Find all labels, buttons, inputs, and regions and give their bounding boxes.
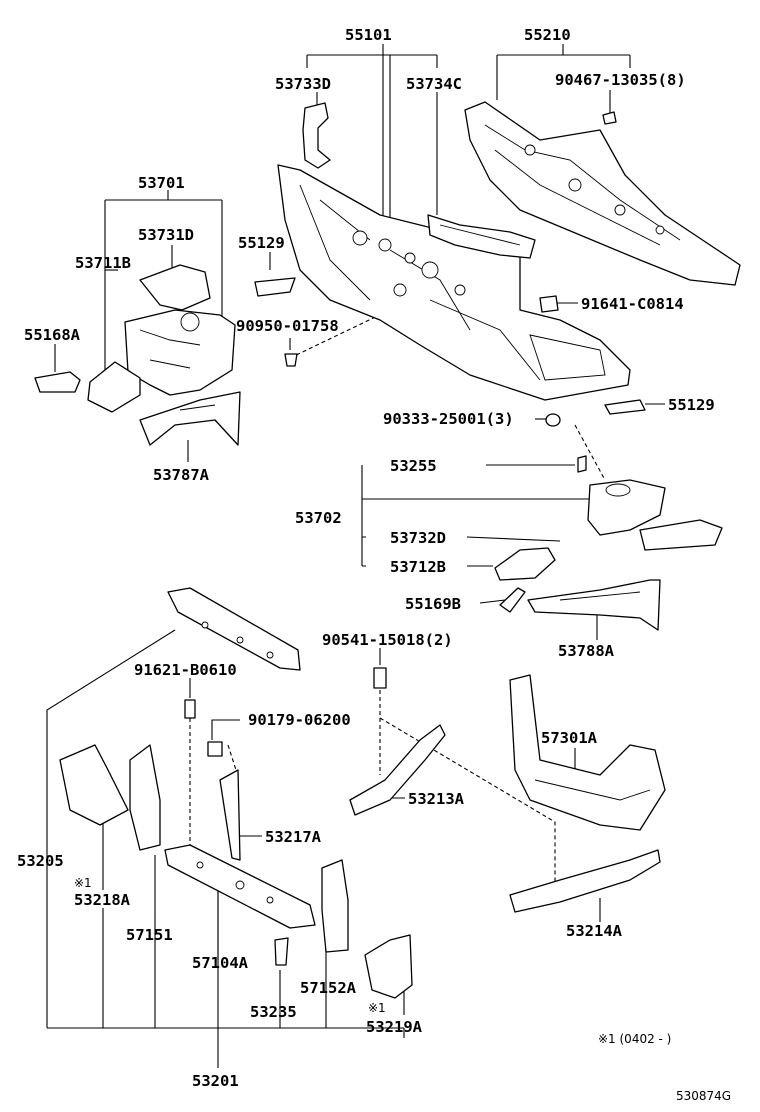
note-mark-1-right: ※1 <box>368 1001 386 1015</box>
part-57152A <box>321 859 349 953</box>
label-53731D: 53731D <box>138 226 194 244</box>
part-53733D <box>302 102 331 169</box>
label-53217A: 53217A <box>265 828 322 846</box>
label-53201: 53201 <box>192 1072 239 1090</box>
part-53701-apron <box>87 309 236 413</box>
part-90950-clip <box>284 353 298 367</box>
label-53712B: 53712B <box>390 558 446 576</box>
label-91641-C0814: 91641-C0814 <box>581 295 684 313</box>
label-57151: 57151 <box>126 926 173 944</box>
part-53213A <box>349 724 446 816</box>
label-90333-25001: 90333-25001(3) <box>383 410 514 428</box>
part-91641-bolt <box>539 295 559 313</box>
part-57104A <box>164 844 316 929</box>
part-53712B <box>494 547 556 581</box>
part-53235 <box>274 937 289 966</box>
part-55129-left <box>254 277 296 297</box>
label-53205: 53205 <box>17 852 64 870</box>
label-57104A: 57104A <box>192 954 249 972</box>
label-55129-left: 55129 <box>238 234 285 252</box>
part-55168A <box>34 371 81 393</box>
label-90950-01758: 90950-01758 <box>236 317 339 335</box>
label-53788A: 53788A <box>558 642 615 660</box>
part-53731D <box>139 264 211 311</box>
label-55210: 55210 <box>524 26 571 44</box>
label-90541-15018: 90541-15018(2) <box>322 631 453 649</box>
label-53702: 53702 <box>295 509 342 527</box>
label-53218A: 53218A <box>74 891 131 909</box>
part-53702-apron-rh <box>587 479 723 551</box>
part-upper-radiator-support <box>167 587 301 671</box>
label-90179-06200: 90179-06200 <box>248 711 351 729</box>
label-53711B: 53711B <box>75 254 131 272</box>
label-53214A: 53214A <box>566 922 623 940</box>
part-90541-bolt <box>373 667 387 689</box>
label-57301A: 57301A <box>541 729 598 747</box>
part-53787A <box>139 391 241 446</box>
part-53219A <box>364 934 413 999</box>
part-55210-cowl-panel <box>464 101 741 286</box>
part-55169B <box>499 587 526 613</box>
label-57152A: 57152A <box>300 979 357 997</box>
label-91621-B0610: 91621-B0610 <box>134 661 237 679</box>
part-90333-nut <box>545 413 561 427</box>
part-53214A <box>509 849 661 913</box>
part-57301A <box>509 674 666 831</box>
part-91621-bolt <box>184 699 196 719</box>
label-53235: 53235 <box>250 1003 297 1021</box>
label-53701: 53701 <box>138 174 185 192</box>
label-55129-right: 55129 <box>668 396 715 414</box>
label-53213A: 53213A <box>408 790 465 808</box>
part-53205 <box>59 744 129 826</box>
footnote-applicability: ※1 (0402 - ) <box>598 1032 671 1046</box>
label-90467-13035: 90467-13035(8) <box>555 71 686 89</box>
part-55129-right <box>604 399 646 415</box>
label-55168A: 55168A <box>24 326 81 344</box>
figure-code: 530874G <box>676 1089 731 1103</box>
label-53255: 53255 <box>390 457 437 475</box>
label-55169B: 55169B <box>405 595 461 613</box>
label-53787A: 53787A <box>153 466 210 484</box>
part-53734C <box>427 214 536 259</box>
label-53219A: 53219A <box>366 1018 423 1036</box>
note-mark-1-left: ※1 <box>74 876 92 890</box>
part-labels: 55101 55210 53733D 53734C 90467-13035(8)… <box>17 26 731 1103</box>
part-53217A <box>219 769 241 861</box>
part-53255 <box>577 455 587 473</box>
part-53218A <box>129 744 161 851</box>
label-53733D: 53733D <box>275 75 331 93</box>
label-53732D: 53732D <box>390 529 446 547</box>
label-55101: 55101 <box>345 26 392 44</box>
part-90179-nut <box>207 741 223 757</box>
part-53788A <box>527 579 661 631</box>
label-53734C: 53734C <box>406 75 462 93</box>
